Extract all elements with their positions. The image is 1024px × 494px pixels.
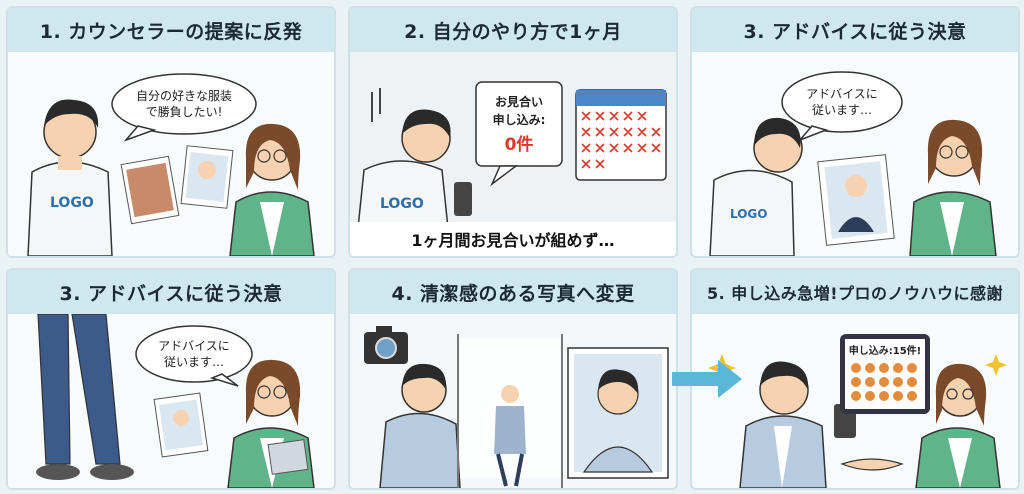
shirt-logo: LOGO [50, 195, 94, 211]
sad-man-figure: LOGO [357, 88, 472, 229]
panel-2: 2. 自分のやり方で1ヶ月 LOGO お見合い 申し込み: 0件 [348, 6, 678, 258]
panel-4: 3. アドバイスに従う決意 アドバイスに 従います… [6, 268, 336, 490]
standing-man-legs [36, 314, 134, 480]
counselor-figure [909, 119, 997, 256]
bubble-line-1: 自分の好きな服装 [136, 89, 232, 103]
panel-4-illustration: アドバイスに 従います… [8, 314, 334, 488]
bowing-man-figure: LOGO [709, 117, 803, 256]
panel-title: 3. アドバイスに従う決意 [692, 8, 1018, 52]
portrait-preview [567, 347, 669, 479]
camera-icon [364, 326, 408, 364]
panel-1: 1. カウンセラーの提案に反発 LOGO [6, 6, 336, 258]
photo-cards [120, 145, 234, 225]
next-arrow-icon [672, 360, 742, 398]
panel-5-illustration [350, 314, 676, 488]
panel-title: 4. 清潔感のある写真へ変更 [350, 270, 676, 314]
panel-title: 1. カウンセラーの提案に反発 [8, 8, 334, 52]
bubble-line-2: 従います… [812, 103, 872, 117]
bubble-line-2: 従います… [164, 355, 224, 369]
professional-photo [817, 154, 895, 246]
counselor-figure [229, 123, 315, 256]
panel-title: 3. アドバイスに従う決意 [8, 270, 334, 314]
panel-title: 5. 申し込み急増!プロのノウハウに感謝 [692, 270, 1018, 314]
man-photo [153, 392, 209, 458]
tablet-count: 申し込み:15件! [849, 344, 921, 357]
card-count: 0件 [505, 134, 534, 155]
panel-caption: 1ヶ月間お見合いが組めず… [350, 222, 676, 256]
photographer-figure [379, 363, 461, 488]
young-man-figure: LOGO [27, 99, 113, 256]
shirt-logo: LOGO [380, 196, 424, 212]
calendar-icon [575, 89, 667, 181]
panel-6-illustration: 申し込み:15件! [692, 314, 1018, 488]
panel-3: 3. アドバイスに従う決意 LOGO アドバイスに 従います… [690, 6, 1020, 258]
panel-1-illustration: LOGO 自分の好きな服装 で勝負したい! [8, 52, 334, 256]
shirt-logo: LOGO [730, 207, 767, 221]
card-line-1: お見合い [495, 94, 543, 109]
handshake [840, 458, 904, 471]
card-line-2: 申し込み: [493, 112, 546, 127]
speech-bubble: 自分の好きな服装 で勝負したい! [111, 73, 257, 142]
panel-3-illustration: LOGO アドバイスに 従います… [692, 52, 1018, 256]
studio-backdrop [457, 334, 563, 488]
panel-title: 2. 自分のやり方で1ヶ月 [350, 8, 676, 52]
application-count-card: お見合い 申し込み: 0件 [475, 81, 563, 187]
speech-bubble: アドバイスに 従います… [781, 71, 903, 141]
counselor-figure [915, 363, 1001, 488]
bubble-line-1: アドバイスに [806, 87, 878, 101]
counselor-figure [227, 359, 315, 488]
speech-bubble: アドバイスに 従います… [135, 325, 253, 387]
panel-5: 4. 清潔感のある写真へ変更 [348, 268, 678, 490]
bubble-line-1: アドバイスに [158, 339, 230, 353]
bubble-line-2: で勝負したい! [146, 104, 223, 119]
panel-6: 5. 申し込み急増!プロのノウハウに感謝 申し込み:15件! [690, 268, 1020, 490]
applications-tablet: 申し込み:15件! [840, 334, 930, 414]
smiling-man-figure [739, 361, 856, 488]
